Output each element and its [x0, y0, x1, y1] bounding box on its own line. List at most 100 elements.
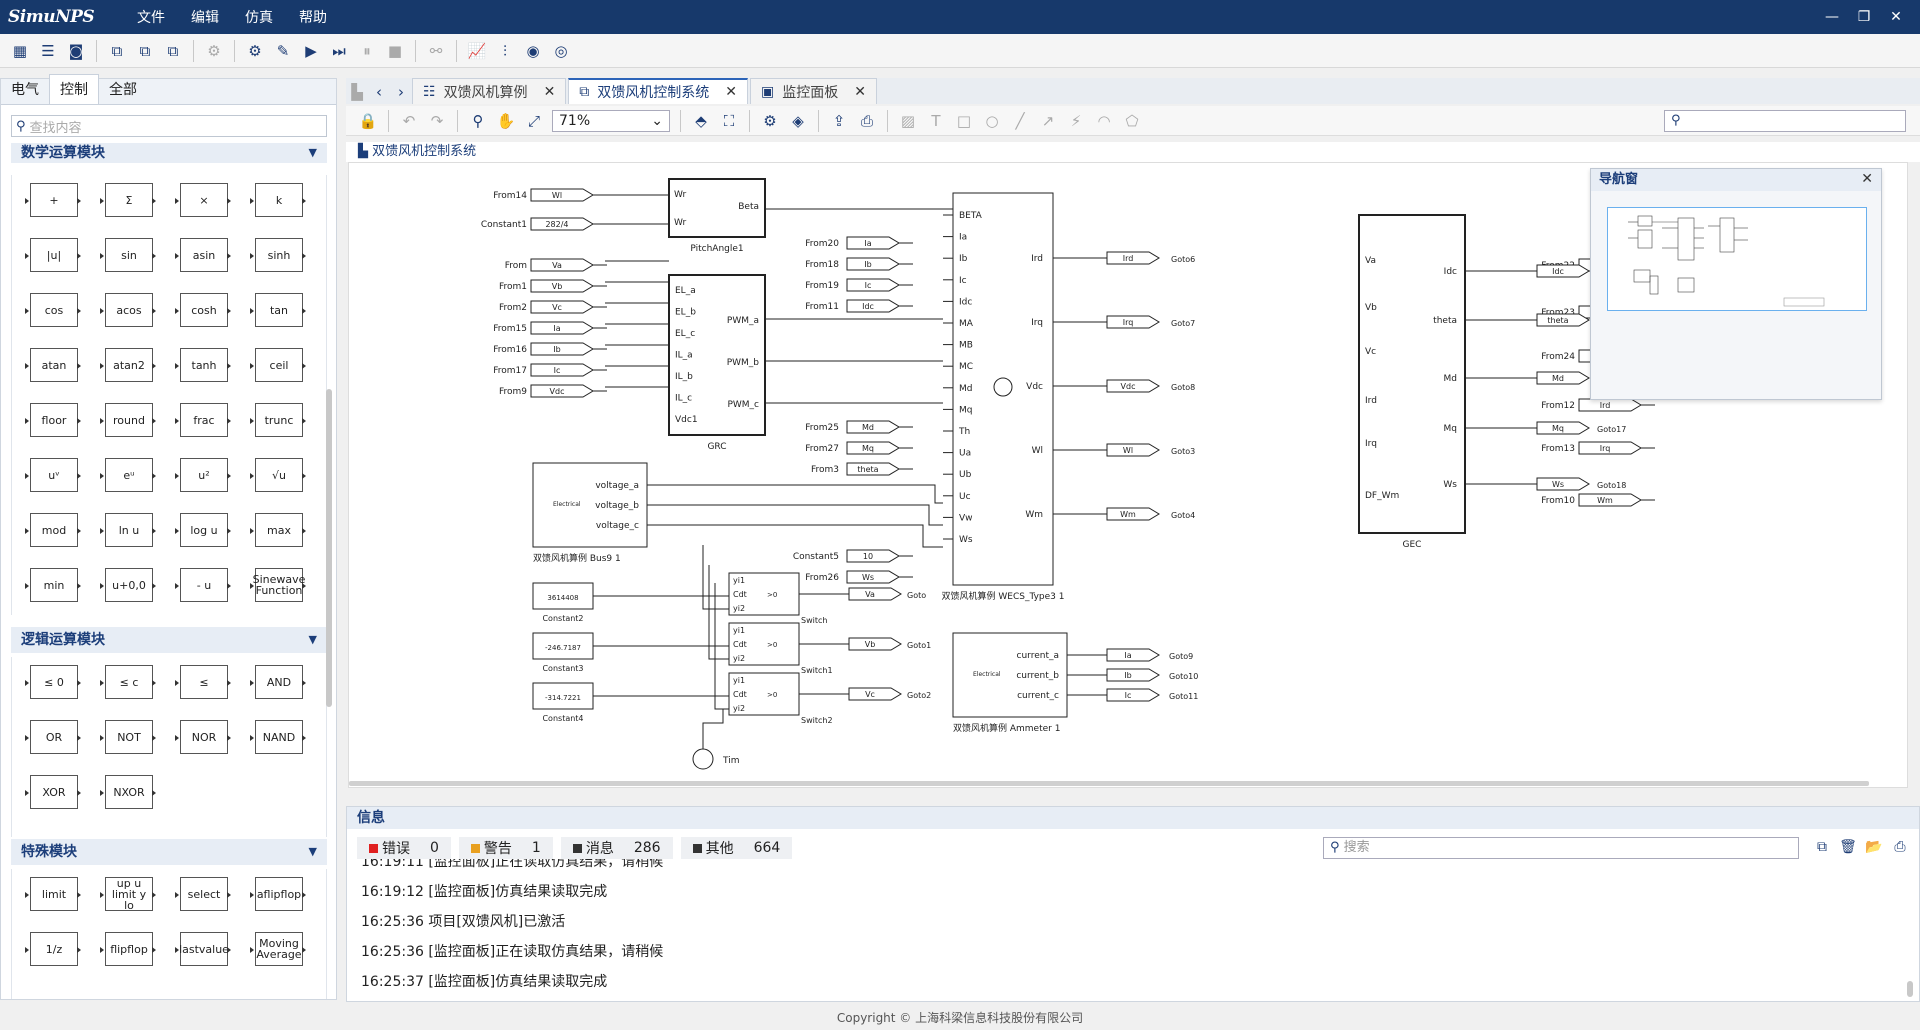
arc-icon[interactable]: ◠ [1097, 111, 1111, 130]
library-block[interactable]: × [175, 183, 231, 217]
close-icon[interactable]: ✕ [725, 84, 738, 100]
tab-monitor-panel[interactable]: ▣监控面板✕ [750, 78, 877, 104]
library-block[interactable]: tanh [175, 348, 231, 382]
undo-icon[interactable]: ↶ [402, 111, 416, 130]
compile-icon[interactable]: ⚙ [248, 41, 262, 60]
menu-simulation[interactable]: 仿真 [245, 10, 273, 26]
list-view-icon[interactable]: ☰ [41, 41, 55, 60]
tab-all[interactable]: 全部 [109, 82, 137, 98]
library-block[interactable]: Σ [100, 183, 156, 217]
line-icon[interactable]: ╱ [1015, 111, 1025, 130]
library-block[interactable]: - u [175, 568, 231, 602]
redo-icon[interactable]: ↷ [430, 111, 444, 130]
panel-icon[interactable]: ◙ [68, 41, 84, 60]
library-block[interactable]: NXOR [100, 775, 156, 809]
tag-icon[interactable]: ⬘ [695, 111, 707, 130]
image-icon[interactable]: ▨ [900, 111, 916, 130]
library-block[interactable]: lastvalue [175, 932, 231, 966]
library-block[interactable]: limit [25, 877, 81, 911]
link-icon[interactable]: ⚯ [429, 41, 443, 60]
library-block[interactable]: NOR [175, 720, 231, 754]
menu-file[interactable]: 文件 [137, 10, 165, 26]
zoom-icon[interactable]: ⚲ [472, 111, 484, 130]
delete-icon[interactable]: 🗑 [1839, 839, 1857, 855]
settings-disabled-icon[interactable]: ⚙ [207, 41, 221, 60]
nav-back-icon[interactable]: ‹ [376, 83, 382, 101]
editor-search-input[interactable]: ⚲ [1664, 110, 1906, 132]
library-block[interactable]: XOR [25, 775, 81, 809]
library-block[interactable]: Sinewave Function [250, 568, 306, 602]
save-project-icon[interactable]: ⧉ [167, 41, 179, 60]
new-project-icon[interactable]: ⧉ [111, 41, 123, 60]
library-block[interactable]: up u limit y lo [100, 877, 156, 911]
print-icon[interactable]: ⎙ [860, 111, 873, 130]
library-block[interactable]: cos [25, 293, 81, 327]
library-block[interactable]: cosh [175, 293, 231, 327]
grid-view-icon[interactable]: ▦ [12, 41, 28, 60]
library-block[interactable]: NAND [250, 720, 306, 754]
navigator-viewport[interactable] [1607, 207, 1867, 311]
library-block[interactable]: sinh [250, 238, 306, 272]
minimize-icon[interactable]: — [1825, 9, 1839, 25]
library-block[interactable]: floor [25, 403, 81, 437]
tab-control[interactable]: 控制 [49, 74, 99, 104]
library-block[interactable]: max [250, 513, 306, 547]
arrow-icon[interactable]: ↗ [1041, 111, 1055, 130]
rectangle-icon[interactable]: □ [956, 111, 972, 130]
library-block[interactable]: acos [100, 293, 156, 327]
pan-icon[interactable]: ✋ [496, 111, 516, 130]
library-block[interactable]: ceil [250, 348, 306, 382]
monitor-icon[interactable]: ◉ [526, 41, 540, 60]
library-block[interactable]: sin [100, 238, 156, 272]
step-run-icon[interactable]: ⏭ [332, 41, 346, 60]
library-scrollbar[interactable] [326, 389, 332, 707]
library-block[interactable]: frac [175, 403, 231, 437]
library-block[interactable]: Moving Average [250, 932, 306, 966]
library-block[interactable]: ≤ [175, 665, 231, 699]
zoom-select[interactable]: 71%⌄ [552, 109, 670, 132]
library-block[interactable]: trunc [250, 403, 306, 437]
run-icon[interactable]: ▶ [305, 41, 317, 60]
library-block[interactable]: AND [250, 665, 306, 699]
tune-icon[interactable]: ⫶ [503, 41, 507, 60]
library-block[interactable]: NOT [100, 720, 156, 754]
section-special[interactable]: 特殊模块▼ [11, 839, 327, 865]
library-block[interactable]: ≤ c [100, 665, 156, 699]
close-icon[interactable]: ✕ [543, 83, 556, 100]
close-icon[interactable]: ✕ [1861, 171, 1873, 187]
menu-help[interactable]: 帮助 [299, 10, 327, 26]
fit-icon[interactable]: ⤢ [527, 111, 540, 130]
library-block[interactable]: round [100, 403, 156, 437]
library-search-input[interactable]: ⚲查找内容 [11, 115, 327, 137]
print-icon[interactable]: ⎙ [1894, 839, 1906, 855]
tab-dfig-control[interactable]: ⧉双馈风机控制系统✕ [568, 78, 749, 104]
library-block[interactable]: aflipflop [250, 877, 306, 911]
library-block[interactable]: OR [25, 720, 81, 754]
menu-edit[interactable]: 编辑 [191, 10, 219, 26]
close-icon[interactable]: ✕ [854, 83, 866, 100]
library-block[interactable]: atan2 [100, 348, 156, 382]
library-block[interactable]: min [25, 568, 81, 602]
log-scrollbar[interactable] [1907, 981, 1913, 997]
library-block[interactable]: mod [25, 513, 81, 547]
lock-icon[interactable]: 🔒 [358, 111, 378, 130]
open-project-icon[interactable]: ⧉ [139, 41, 151, 60]
library-block[interactable]: asin [175, 238, 231, 272]
library-block[interactable]: ≤ 0 [25, 665, 81, 699]
export-icon[interactable]: ⇪ [832, 111, 846, 130]
library-block[interactable]: √u [250, 458, 306, 492]
nav-forward-icon[interactable]: › [398, 83, 404, 101]
edit-params-icon[interactable]: ✎ [276, 41, 290, 60]
layers-icon[interactable]: ◈ [792, 111, 804, 130]
fullscreen-icon[interactable]: ⛶ [723, 111, 735, 130]
text-icon[interactable]: T [931, 111, 941, 130]
section-logic[interactable]: 逻辑运算模块▼ [11, 627, 327, 653]
library-block[interactable]: |u| [25, 238, 81, 272]
close-icon[interactable]: ✕ [1890, 9, 1902, 25]
library-block[interactable]: k [250, 183, 306, 217]
library-block[interactable]: + [25, 183, 81, 217]
